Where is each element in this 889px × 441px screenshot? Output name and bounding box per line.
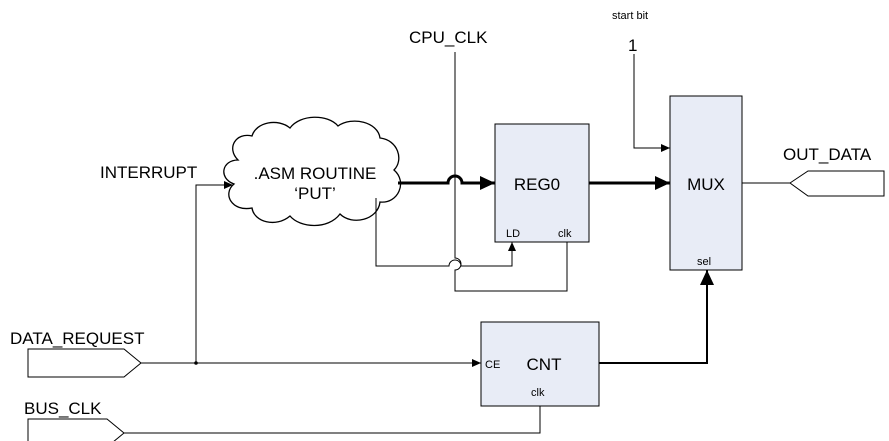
asm-routine-cloud: [223, 116, 402, 227]
ld-wire: [375, 198, 516, 267]
cnt-to-sel-wire: [599, 270, 714, 364]
cnt-title: CNT: [527, 355, 562, 374]
reg0-clk-pin: clk: [558, 228, 572, 240]
out-data-label: OUT_DATA: [783, 145, 872, 164]
bus-clk-port: [27, 418, 125, 441]
routine-line2: ‘PUT’: [294, 184, 336, 203]
cnt-clk-pin: clk: [531, 387, 545, 399]
cnt-ce-pin: CE: [485, 359, 500, 371]
routine-line1: .ASM ROUTINE: [254, 164, 377, 183]
reg0-block: [494, 123, 590, 243]
mux-sel-pin: sel: [697, 256, 711, 268]
start-bit-wire: [633, 54, 670, 152]
bus-clk-wire: [124, 406, 541, 434]
mux-block: [669, 95, 743, 271]
start-bit-caption: start bit: [612, 10, 648, 22]
cnt-block: [480, 321, 600, 407]
start-bit-value: 1: [628, 36, 637, 55]
routine-to-reg0-bus: [398, 174, 495, 190]
reg0-ld-pin: LD: [506, 228, 520, 240]
cpu-clk-label: CPU_CLK: [409, 28, 488, 47]
out-data-port: [789, 170, 885, 197]
data-request-port: [27, 348, 142, 378]
interrupt-wire: [195, 181, 233, 363]
data-request-label: DATA_REQUEST: [10, 329, 144, 348]
reg0-title: REG0: [514, 175, 560, 194]
mux-title: MUX: [687, 175, 725, 194]
interrupt-label: INTERRUPT: [100, 163, 197, 182]
bus-clk-label: BUS_CLK: [24, 399, 102, 418]
